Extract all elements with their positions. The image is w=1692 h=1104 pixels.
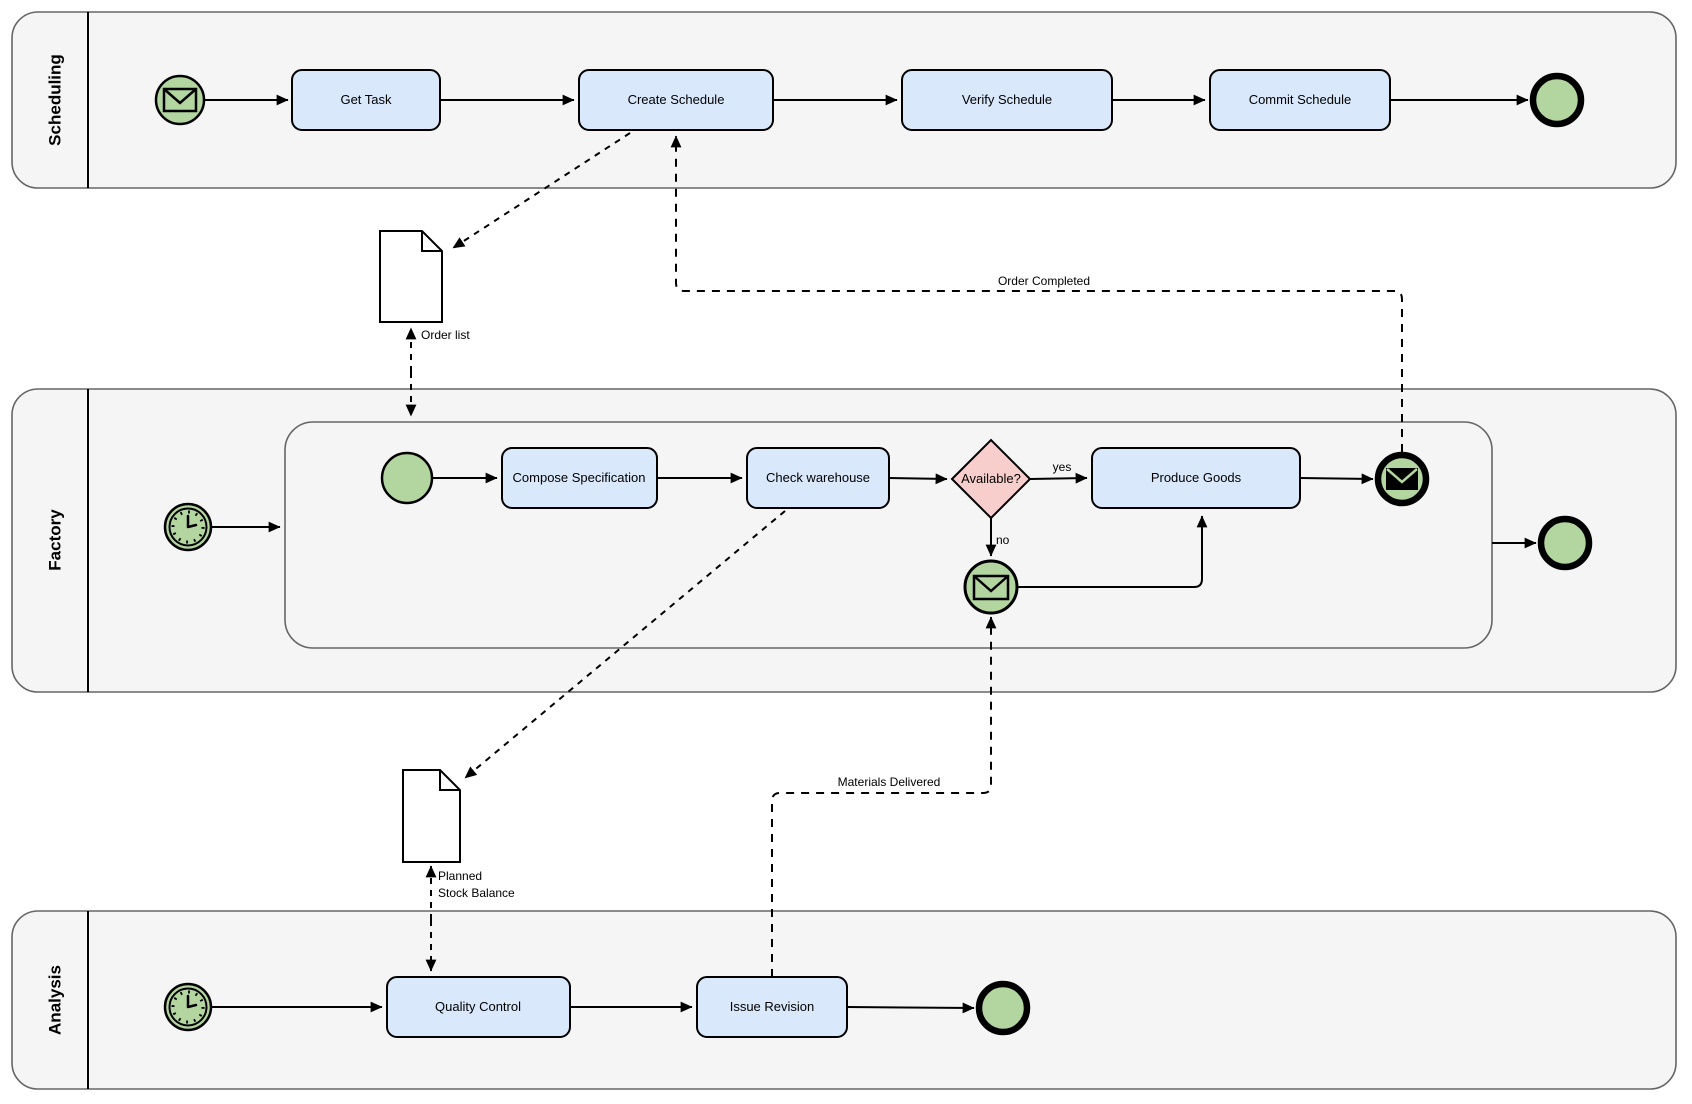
gateway-available[interactable]: Available? <box>950 438 1032 520</box>
task-check-warehouse-label: Check warehouse <box>766 470 870 485</box>
message-flow-order-completed <box>670 135 1403 452</box>
task-verify-schedule-label: Verify Schedule <box>962 92 1052 107</box>
message-end-event-subprocess[interactable] <box>1374 451 1430 507</box>
end-event-analysis[interactable] <box>975 980 1031 1036</box>
document-icon <box>379 230 443 323</box>
data-object-order-list[interactable]: Order list <box>379 230 470 342</box>
task-produce-goods[interactable]: Produce Goods <box>1091 447 1301 509</box>
lane-analysis-label: Analysis <box>45 965 64 1035</box>
task-quality-control-label: Quality Control <box>435 999 521 1014</box>
order-list-label: Order list <box>421 328 470 342</box>
task-commit-schedule[interactable]: Commit Schedule <box>1209 69 1391 131</box>
task-quality-control[interactable]: Quality Control <box>386 976 571 1038</box>
task-compose-specification[interactable]: Compose Specification <box>501 447 658 509</box>
task-compose-specification-label: Compose Specification <box>513 470 646 485</box>
sequence-flow-issue-to-end <box>846 1002 975 1014</box>
task-produce-goods-label: Produce Goods <box>1151 470 1242 485</box>
timer-start-event-factory[interactable] <box>163 502 213 552</box>
materials-delivered-label: Materials Delivered <box>838 775 941 789</box>
envelope-icon <box>972 574 1010 601</box>
timer-start-event-analysis[interactable] <box>163 982 213 1032</box>
end-event-scheduling[interactable] <box>1529 72 1585 128</box>
lane-scheduling-label: Scheduling <box>45 54 64 146</box>
document-icon <box>402 769 461 863</box>
task-get-task[interactable]: Get Task <box>291 69 441 131</box>
clock-icon <box>171 990 205 1024</box>
planned-stock-label-line2: Stock Balance <box>438 886 515 900</box>
task-check-warehouse[interactable]: Check warehouse <box>746 447 890 509</box>
data-object-planned-stock-balance[interactable]: Planned Stock Balance <box>402 769 515 900</box>
message-flow-materials-delivered <box>771 616 997 977</box>
end-event-factory[interactable] <box>1537 515 1593 571</box>
task-get-task-label: Get Task <box>340 92 392 107</box>
message-catch-event-materials[interactable] <box>963 559 1019 615</box>
task-create-schedule-label: Create Schedule <box>628 92 725 107</box>
no-branch-label: no <box>996 533 1010 547</box>
task-issue-revision[interactable]: Issue Revision <box>696 976 848 1038</box>
clock-icon <box>171 510 205 544</box>
sequence-flow-produce-to-message-end <box>1299 473 1374 485</box>
gateway-available-label: Available? <box>961 471 1021 486</box>
envelope-icon <box>162 87 198 113</box>
planned-stock-label-line1: Planned <box>438 869 482 883</box>
sequence-flow-catch-to-produce <box>1017 515 1208 588</box>
message-start-event-scheduling[interactable] <box>154 74 206 126</box>
yes-branch-label: yes <box>1053 460 1072 474</box>
start-event-subprocess[interactable] <box>380 451 434 505</box>
task-create-schedule[interactable]: Create Schedule <box>578 69 774 131</box>
task-commit-schedule-label: Commit Schedule <box>1249 92 1352 107</box>
filled-envelope-icon <box>1386 468 1418 490</box>
association-check-warehouse-to-planned-stock <box>464 510 786 779</box>
task-issue-revision-label: Issue Revision <box>730 999 815 1014</box>
task-verify-schedule[interactable]: Verify Schedule <box>901 69 1113 131</box>
sequence-flow-check-to-gateway <box>888 473 948 485</box>
sequence-flow-gateway-yes-to-produce <box>1029 472 1088 484</box>
lane-factory-label: Factory <box>45 509 64 571</box>
order-completed-label: Order Completed <box>998 274 1090 288</box>
